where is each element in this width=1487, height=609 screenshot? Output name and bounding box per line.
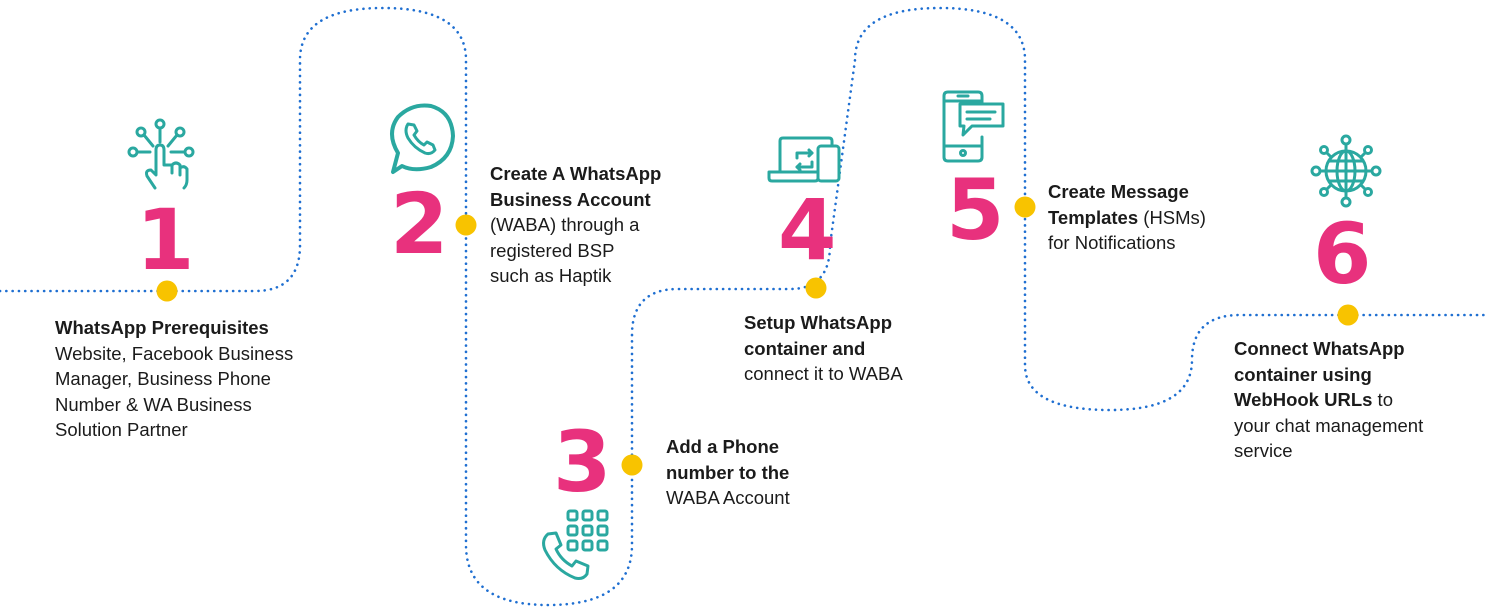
step-5-line-1-bold: Create Message bbox=[1048, 181, 1189, 202]
step-3-line-3: WABA Account bbox=[666, 487, 790, 508]
step-6-description: Connect WhatsApp container using WebHook… bbox=[1234, 336, 1423, 464]
step-5-number: 5 bbox=[946, 161, 1004, 259]
step-4-description: Setup WhatsApp container and connect it … bbox=[744, 310, 903, 387]
step-1-line-3: Manager, Business Phone bbox=[55, 368, 271, 389]
phone-keypad-icon bbox=[542, 509, 609, 580]
step-4-number: 4 bbox=[778, 181, 836, 279]
step-5-line-2-bold: Templates bbox=[1048, 206, 1139, 228]
step-6-line-5: service bbox=[1234, 440, 1293, 461]
step-1-line-1-bold: WhatsApp Prerequisites bbox=[55, 317, 269, 338]
step-2-description: Create A WhatsApp Business Account (WABA… bbox=[490, 161, 661, 289]
step-6-line-2-bold: container using bbox=[1234, 363, 1372, 385]
whatsapp-icon bbox=[390, 103, 455, 174]
step-2-line-2-bold: Business Account bbox=[490, 188, 651, 210]
step-2-number: 2 bbox=[390, 175, 448, 273]
step-5-line-3: for Notifications bbox=[1048, 232, 1176, 253]
step-4-line-3: connect it to WABA bbox=[744, 363, 903, 384]
step-6-marker bbox=[1337, 304, 1359, 326]
step-5-marker bbox=[1014, 196, 1036, 218]
step-6-line-3-bold: WebHook URLs bbox=[1234, 389, 1373, 410]
step-4-line-1-bold: Setup WhatsApp bbox=[744, 312, 892, 333]
step-1-description: WhatsApp Prerequisites Website, Facebook… bbox=[55, 315, 293, 443]
step-3-line-2-bold: number bbox=[666, 461, 734, 483]
step-1-number: 1 bbox=[136, 191, 194, 289]
step-5-description: Create Message Templates (HSMs) for Noti… bbox=[1048, 179, 1206, 256]
step-2-line-5: such as Haptik bbox=[490, 265, 612, 286]
step-2-line-1-bold: Create A WhatsApp bbox=[490, 163, 662, 184]
step-1-marker bbox=[156, 280, 178, 302]
globe-network-icon bbox=[1310, 134, 1382, 208]
step-5-line-2-normal: (HSMs) bbox=[1138, 206, 1206, 228]
touch-network-icon bbox=[127, 118, 195, 190]
step-4-marker bbox=[805, 277, 827, 299]
mobile-chat-icon bbox=[942, 90, 1005, 163]
step-2-line-4: registered BSP bbox=[490, 239, 615, 261]
step-4-line-2-bold: container bbox=[744, 337, 828, 359]
step-6-line-3-normal: to bbox=[1372, 389, 1393, 410]
step-3-description: Add a Phone number to the WABA Account bbox=[666, 434, 790, 511]
step-6-line-1-bold: Connect WhatsApp bbox=[1234, 338, 1405, 359]
step-1-line-2: Website, Facebook Business bbox=[55, 342, 294, 364]
step-3-line-1-bold: Add a Phone bbox=[666, 436, 780, 457]
laptop-sync-icon bbox=[767, 136, 841, 183]
step-3-marker bbox=[621, 454, 643, 476]
step-3-number: 3 bbox=[553, 413, 611, 511]
step-4-line-2-normal: and bbox=[827, 337, 866, 359]
step-2-marker bbox=[455, 214, 477, 236]
step-6-line-4: your chat management bbox=[1234, 414, 1424, 436]
dotted-path bbox=[0, 6, 1487, 607]
step-2-line-3: (WABA) through a bbox=[490, 214, 640, 235]
step-6-number: 6 bbox=[1313, 205, 1371, 303]
step-3-line-2-normal: to the bbox=[733, 461, 790, 483]
step-1-line-5: Solution Partner bbox=[55, 419, 188, 440]
step-1-line-4: Number & WA Business bbox=[55, 393, 252, 415]
